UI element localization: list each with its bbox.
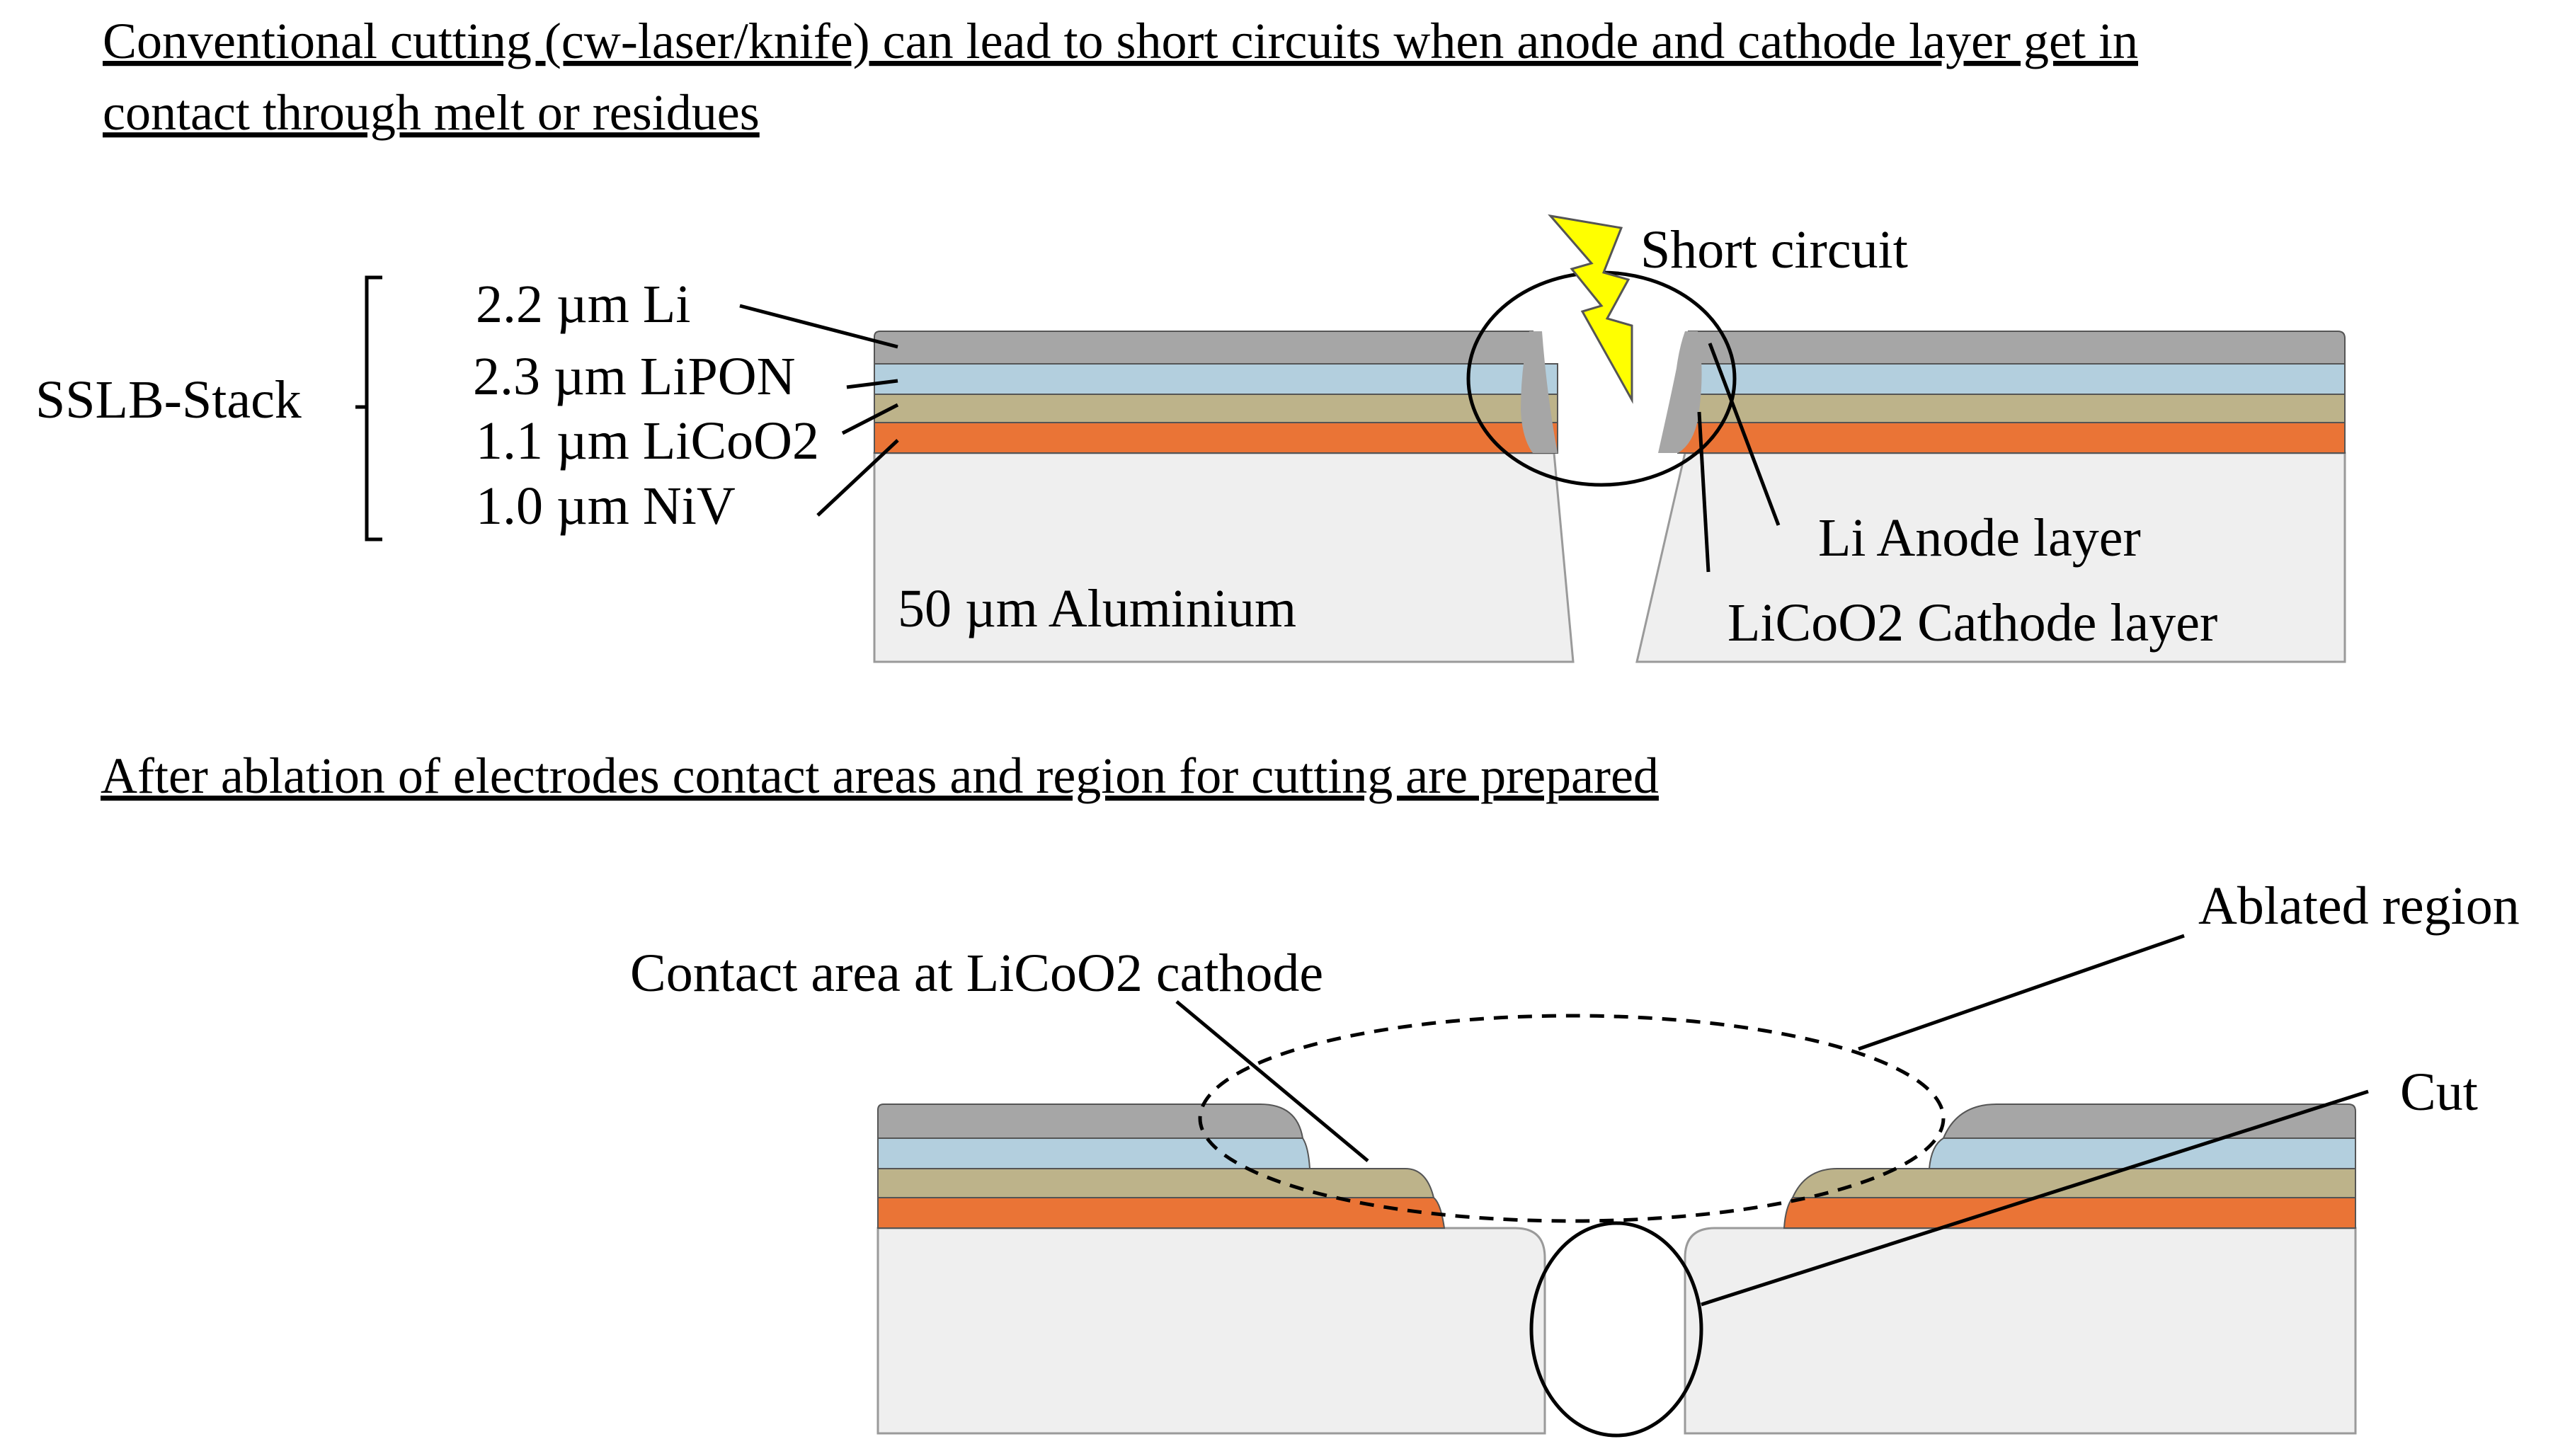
bottom-substrate-left	[876, 1227, 1546, 1435]
top-panel: Conventional cutting (cw-laser/knife) ca…	[35, 13, 2346, 663]
anode-label: Li Anode layer	[1818, 508, 2141, 568]
layer-label-lipon: 2.3 µm LiPON	[473, 347, 795, 406]
top-layer-lipon-right	[1688, 363, 2346, 395]
cut-circle	[1529, 1221, 1703, 1438]
bottom-layer-li-right	[1942, 1104, 2356, 1139]
substrate-label: 50 µm Aluminium	[898, 579, 1296, 638]
stack-bracket	[355, 275, 382, 541]
leader-anode	[1708, 343, 1781, 526]
ablated-region-label: Ablated region	[2198, 876, 2520, 936]
leader-cathode	[1697, 411, 1710, 573]
bottom-layer-niv-left	[877, 1197, 1446, 1229]
cut-label: Cut	[2400, 1062, 2478, 1122]
bottom-layer-licoo2-right	[1791, 1168, 2356, 1198]
leader-ablated	[1858, 934, 2185, 1051]
bottom-layer-lipon-right	[1928, 1137, 2356, 1169]
bottom-substrate-right	[1684, 1227, 2357, 1435]
bottom-layer-li-left	[877, 1104, 1304, 1139]
leader-cut	[1701, 1089, 2369, 1307]
short-circuit-label: Short circuit	[1640, 220, 1908, 280]
layer-label-licoo2: 1.1 µm LiCoO2	[476, 411, 819, 471]
bottom-layer-niv-right	[1783, 1197, 2356, 1229]
leader-contact	[1175, 1000, 1369, 1162]
lightning-bolt-icon	[1548, 214, 1633, 404]
melt-residue-right	[1658, 331, 1702, 453]
bottom-heading: After ablation of electrodes contact are…	[101, 747, 1659, 804]
stack-label: SSLB-Stack	[35, 370, 302, 430]
cathode-label: LiCoO2 Cathode layer	[1727, 593, 2217, 653]
top-layer-niv-right	[1677, 422, 2346, 454]
top-layer-niv-left	[874, 422, 1558, 454]
layer-label-niv: 1.0 µm NiV	[476, 476, 736, 536]
top-layer-licoo2-left	[874, 394, 1558, 423]
top-heading-line2: contact through melt or residues	[103, 84, 760, 141]
top-heading-line1: Conventional cutting (cw-laser/knife) ca…	[103, 13, 2138, 69]
leader-licoo2	[841, 403, 899, 435]
leader-li	[739, 304, 898, 349]
bottom-layer-lipon-left	[877, 1137, 1311, 1169]
top-layer-li-right	[1688, 331, 2346, 365]
ablated-region-outline	[1198, 1014, 1946, 1223]
bottom-panel: After ablation of electrodes contact are…	[101, 747, 2520, 1438]
layer-label-li: 2.2 µm Li	[476, 275, 690, 334]
top-layer-li-left	[874, 331, 1533, 365]
leader-niv	[816, 439, 899, 517]
bottom-layer-licoo2-left	[877, 1168, 1435, 1198]
top-layer-licoo2-right	[1677, 394, 2346, 423]
melt-residue-left	[1521, 331, 1558, 453]
contact-area-label: Contact area at LiCoO2 cathode	[630, 944, 1323, 1003]
top-layer-lipon-left	[874, 363, 1558, 395]
leader-lipon	[846, 379, 898, 389]
